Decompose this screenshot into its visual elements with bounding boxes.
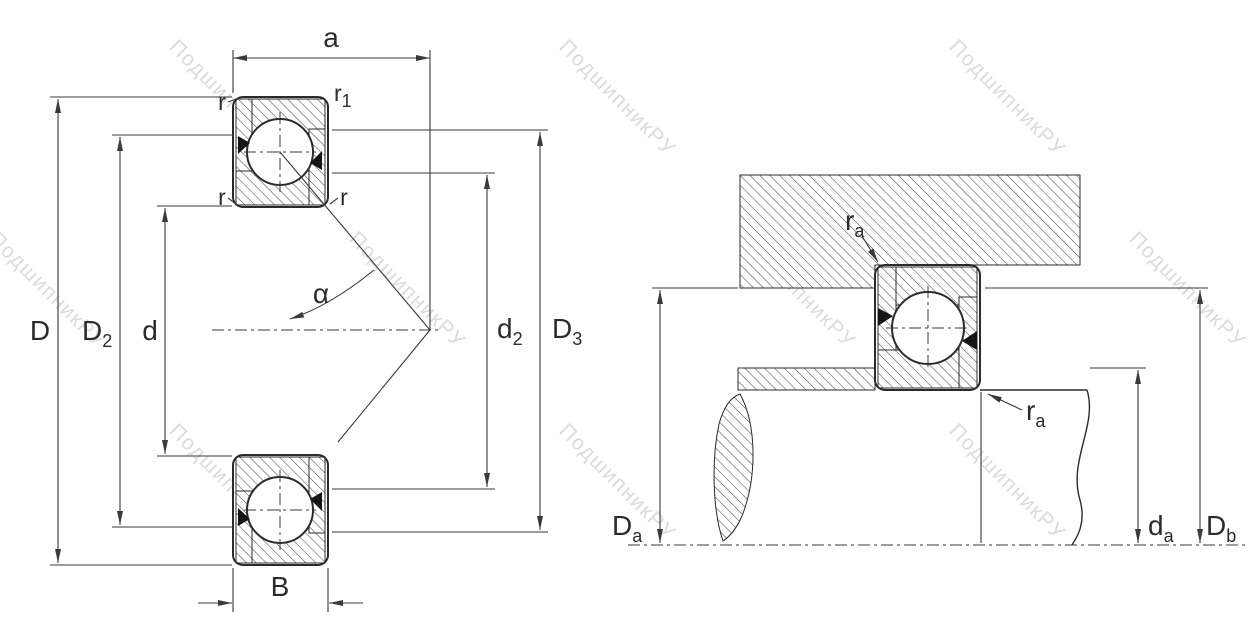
dim-label-ra-bottom: ra	[1026, 395, 1046, 431]
fillet-ra-bottom: ra	[987, 393, 1046, 431]
shaft-break-leaf	[713, 393, 754, 542]
dim-label-D3: D3	[552, 313, 582, 349]
dim-label-r1: r1	[334, 80, 352, 111]
dim-label-da-sub: a	[1164, 526, 1175, 546]
leader-line	[329, 197, 339, 205]
seal-right	[310, 492, 322, 511]
corner-radius-labels: r r1 r r	[218, 80, 352, 210]
dim-label-ra-top-base: r	[845, 205, 854, 236]
dim-label-ra-top-sub: a	[854, 221, 865, 241]
dim-label-ra-top: ra	[845, 205, 865, 241]
dim-B: B	[198, 568, 363, 612]
watermark-text: ПодшипникРУ	[344, 227, 469, 352]
dim-label-r1-base: r	[334, 80, 342, 106]
bearing-outline	[232, 454, 329, 566]
dim-d2: d2	[332, 172, 523, 490]
housing-section	[739, 174, 1081, 289]
dim-label-D: D	[30, 315, 50, 346]
seal-right	[310, 151, 322, 170]
dim-label-r-top-left: r	[218, 89, 226, 115]
mounted-bearing-section	[874, 264, 981, 391]
dim-label-d2-sub: 2	[513, 329, 523, 349]
dim-d: d	[142, 205, 232, 457]
dim-label-da-base: d	[1148, 510, 1164, 541]
dim-label-B: B	[271, 571, 290, 602]
bearing-outline	[874, 264, 981, 391]
dim-label-D2-base: D	[82, 315, 102, 346]
dim-label-D3-sub: 3	[572, 329, 582, 349]
dim-label-Da: Da	[612, 510, 643, 546]
dim-D2: D2	[82, 134, 234, 528]
seal-right	[962, 331, 977, 350]
dim-label-d2-base: d	[497, 313, 513, 344]
dim-a: a	[232, 22, 431, 330]
leader-line	[227, 97, 240, 103]
dim-label-ra-bottom-base: r	[1026, 395, 1035, 426]
shaft-break-line-right	[1071, 389, 1091, 546]
bottom-bearing-section	[232, 454, 329, 566]
dim-Db: Db	[985, 287, 1236, 546]
dim-Da: Da	[612, 287, 738, 546]
dim-label-D2-sub: 2	[102, 331, 112, 351]
leader-line	[987, 393, 1023, 411]
bearing-outline	[232, 96, 329, 208]
dim-label-da: da	[1148, 510, 1175, 546]
contact-angle: α	[279, 151, 431, 443]
dim-label-r-mid-right: r	[340, 184, 348, 210]
dim-label-Db-base: D	[1206, 510, 1226, 541]
leader-line	[227, 197, 237, 205]
dim-label-d: d	[142, 315, 158, 346]
watermark-text: ПодшипникРУ	[944, 419, 1069, 544]
dim-label-Da-base: D	[612, 510, 632, 541]
dim-label-a: a	[323, 22, 339, 53]
shaft-shoulder-section	[737, 367, 876, 391]
dim-label-d2: d2	[497, 313, 523, 349]
contact-line-lower	[337, 329, 431, 443]
dim-label-r-mid-left: r	[218, 184, 226, 210]
dim-label-D3-base: D	[552, 313, 572, 344]
dim-label-D2: D2	[82, 315, 112, 351]
dim-label-Db-sub: b	[1226, 526, 1236, 546]
watermarks: ПодшипникРУ ПодшипникРУ ПодшипникРУ Подш…	[0, 35, 1250, 544]
watermark-text: ПодшипникРУ	[554, 35, 679, 160]
dim-label-ra-bottom-sub: a	[1035, 411, 1046, 431]
right-view: ra ra Da da Db	[612, 174, 1248, 546]
alpha-arc	[289, 269, 375, 320]
dim-D3: D3	[332, 129, 582, 533]
dim-label-r1-sub: 1	[342, 91, 352, 111]
fillet-ra-top: ra	[845, 205, 879, 263]
watermark-text: ПодшипникРУ	[1124, 227, 1249, 352]
leader-line	[861, 235, 879, 263]
dim-label-alpha: α	[313, 278, 329, 309]
dim-da: da	[1090, 367, 1175, 546]
seal-left	[238, 136, 250, 154]
seal-left	[238, 508, 250, 526]
left-view: α a r r1 r r D	[30, 22, 582, 612]
dim-D: D	[30, 96, 232, 566]
contact-line-upper	[279, 151, 431, 331]
watermark-text: ПодшипникРУ	[944, 35, 1069, 160]
seal-left	[878, 308, 893, 326]
dim-label-Da-sub: a	[632, 526, 643, 546]
dim-label-Db: Db	[1206, 510, 1236, 546]
